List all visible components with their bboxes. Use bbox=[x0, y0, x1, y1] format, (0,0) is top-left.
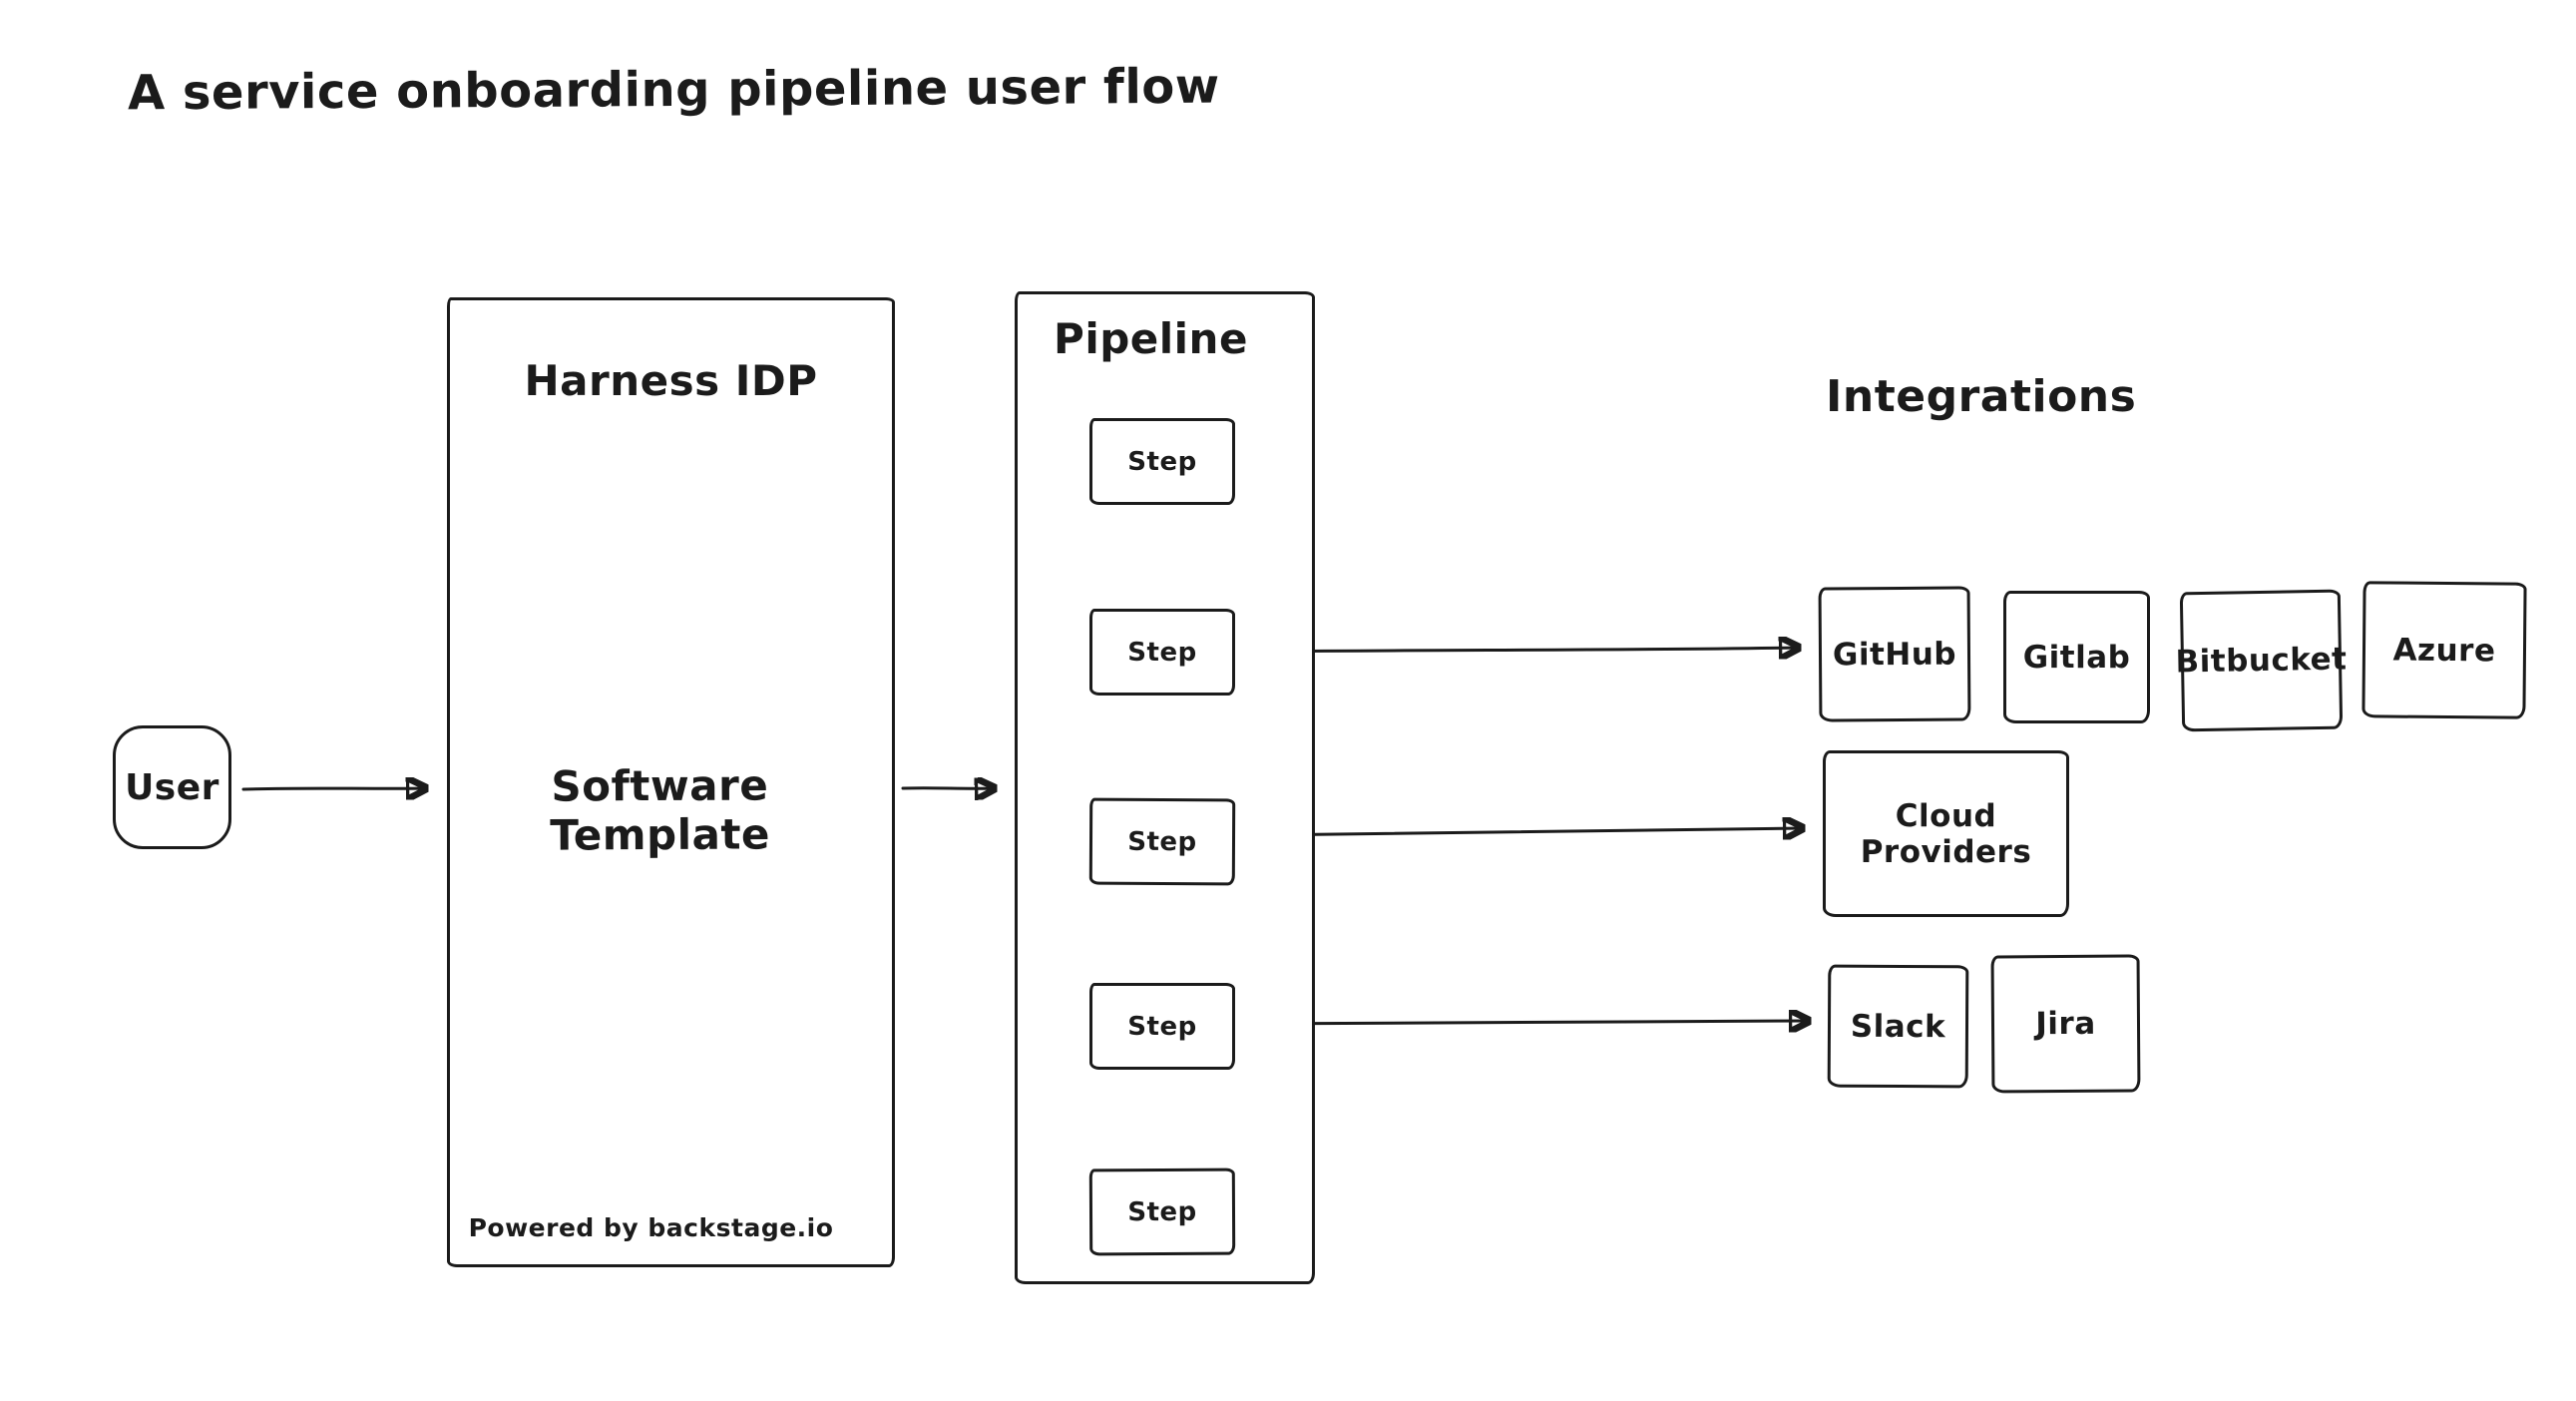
step-label: Step bbox=[1127, 637, 1197, 668]
integration-label-github: GitHub bbox=[1832, 636, 1957, 673]
arrow-step3-to-cloud-providers bbox=[1253, 828, 1802, 835]
step-label: Step bbox=[1127, 826, 1197, 857]
pipeline-box: Pipeline Step Step Step Step Step bbox=[1015, 291, 1315, 1284]
user-node: User bbox=[113, 725, 231, 849]
step-label: Step bbox=[1127, 1011, 1197, 1042]
integration-box-azure: Azure bbox=[2361, 581, 2527, 719]
pipeline-step-5: Step bbox=[1088, 1168, 1236, 1256]
integration-label-bitbucket: Bitbucket bbox=[2175, 641, 2348, 681]
integration-box-jira: Jira bbox=[1990, 954, 2141, 1094]
harness-idp-title: Harness IDP bbox=[524, 356, 818, 405]
pipeline-step-1: Step bbox=[1089, 418, 1235, 505]
pipeline-step-4: Step bbox=[1089, 983, 1235, 1070]
integration-box-github: GitHub bbox=[1818, 586, 1971, 722]
integration-label-cloud-providers: Cloud Providers bbox=[1860, 797, 2032, 870]
integration-box-gitlab: Gitlab bbox=[2003, 591, 2150, 723]
arrow-step2-to-github bbox=[1245, 648, 1798, 652]
step-label: Step bbox=[1127, 1196, 1197, 1227]
integration-label-slack: Slack bbox=[1850, 1008, 1946, 1045]
integration-label-jira: Jira bbox=[2035, 1005, 2096, 1043]
harness-idp-box: Harness IDP Software Template Powered by… bbox=[447, 297, 895, 1267]
integration-label-azure: Azure bbox=[2392, 632, 2496, 669]
integration-label-gitlab: Gitlab bbox=[2022, 639, 2131, 676]
powered-by-label: Powered by backstage.io bbox=[468, 1213, 834, 1242]
diagram-title: A service onboarding pipeline user flow bbox=[127, 58, 1220, 122]
arrow-user-to-template bbox=[241, 788, 425, 789]
pipeline-title: Pipeline bbox=[1054, 314, 1248, 363]
user-node-label: User bbox=[125, 766, 219, 808]
integration-box-slack: Slack bbox=[1827, 964, 1969, 1089]
pipeline-step-2: Step bbox=[1089, 609, 1235, 696]
integration-box-cloud-providers: Cloud Providers bbox=[1823, 750, 2069, 917]
software-template-label: Software Template bbox=[550, 760, 771, 860]
integrations-title: Integrations bbox=[1826, 371, 2137, 422]
arrow-step4-to-slack bbox=[1251, 1021, 1808, 1024]
step-label: Step bbox=[1127, 446, 1197, 477]
pipeline-step-3: Step bbox=[1088, 797, 1236, 886]
arrow-template-to-pipeline bbox=[901, 788, 994, 789]
integration-box-bitbucket: Bitbucket bbox=[2175, 589, 2348, 732]
